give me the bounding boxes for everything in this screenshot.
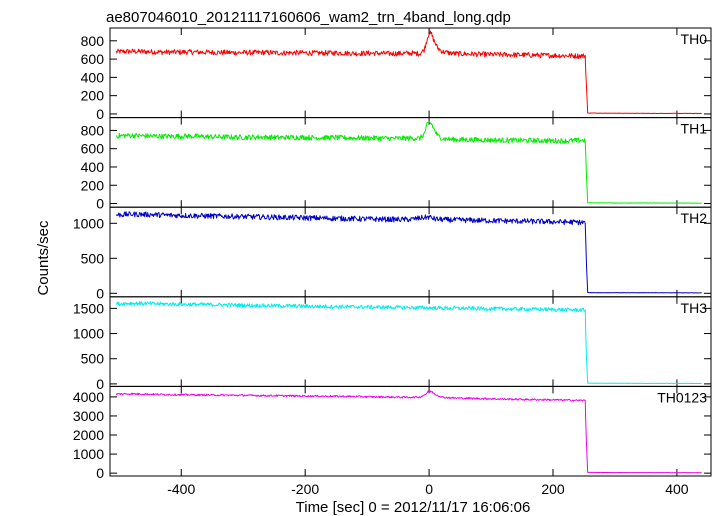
y-tick-label: 200 — [81, 177, 105, 193]
x-tick-label: 400 — [665, 481, 689, 497]
y-tick-label: 800 — [81, 33, 105, 49]
y-tick-label: 500 — [81, 351, 105, 367]
series-line-th0123 — [115, 390, 702, 474]
y-tick-label: 4000 — [73, 389, 104, 405]
y-tick-label: 0 — [96, 376, 104, 392]
y-axis-label: Counts/sec — [35, 220, 52, 296]
panel-frame-th0123 — [109, 385, 712, 477]
series-line-th0 — [115, 30, 702, 115]
y-tick-label: 200 — [81, 88, 105, 104]
panel-frame-th1 — [109, 117, 712, 208]
chart-title: ae807046010_20121117160606_wam2_trn_4ban… — [106, 9, 511, 26]
y-tick-label: 0 — [96, 106, 104, 122]
panel-frame-th3 — [109, 296, 712, 387]
series-label-th1: TH1 — [681, 121, 708, 137]
series-label-th0: TH0 — [681, 31, 708, 47]
y-tick-label: 400 — [81, 69, 105, 85]
y-tick-label: 1000 — [73, 215, 104, 231]
y-tick-label: 1000 — [73, 446, 104, 462]
series-line-th3 — [115, 301, 702, 385]
series-label-th0123: TH0123 — [657, 389, 707, 405]
y-tick-label: 0 — [96, 196, 104, 212]
y-tick-label: 1500 — [73, 300, 104, 316]
panel-frame-th0 — [109, 27, 712, 119]
x-tick-label: -400 — [167, 481, 195, 497]
y-tick-label: 600 — [81, 141, 105, 157]
y-tick-label: 600 — [81, 51, 105, 67]
y-tick-label: 0 — [96, 465, 104, 481]
x-axis-label: Time [sec] 0 = 2012/11/17 16:06:06 — [296, 499, 531, 516]
x-tick-label: 0 — [425, 481, 433, 497]
x-tick-label: 200 — [541, 481, 565, 497]
x-tick-label: -200 — [291, 481, 319, 497]
y-tick-label: 500 — [81, 250, 105, 266]
series-line-th1 — [116, 120, 702, 204]
series-label-th3: TH3 — [681, 300, 708, 316]
y-tick-label: 400 — [81, 159, 105, 175]
y-tick-label: 800 — [81, 122, 105, 138]
series-line-th2 — [115, 211, 702, 294]
y-tick-label: 1000 — [73, 326, 104, 342]
y-tick-label: 0 — [96, 285, 104, 301]
series-label-th2: TH2 — [681, 210, 708, 226]
y-tick-label: 3000 — [73, 408, 104, 424]
y-tick-label: 2000 — [73, 427, 104, 443]
